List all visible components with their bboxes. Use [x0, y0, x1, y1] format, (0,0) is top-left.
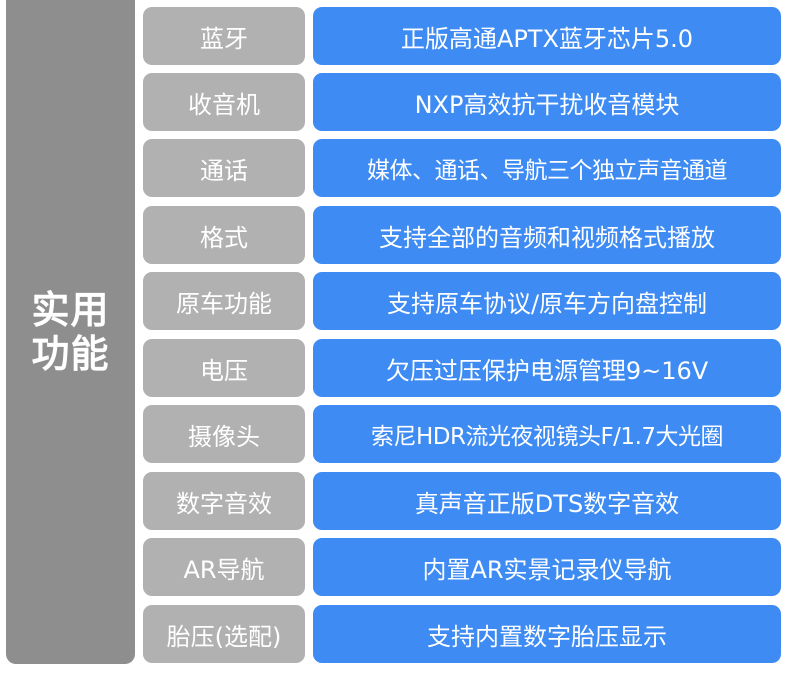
- feature-value: 欠压过压保护电源管理9~16V: [313, 339, 781, 397]
- feature-label: 电压: [143, 339, 305, 397]
- feature-label: 数字音效: [143, 472, 305, 530]
- feature-value: 媒体、通话、导航三个独立声音通道: [313, 139, 781, 197]
- feature-row: AR导航 内置AR实景记录仪导航: [0, 538, 790, 596]
- feature-value: 支持全部的音频和视频格式播放: [313, 206, 781, 264]
- feature-value: 支持原车协议/原车方向盘控制: [313, 272, 781, 330]
- feature-label: 蓝牙: [143, 7, 305, 65]
- feature-value: 索尼HDR流光夜视镜头F/1.7大光圈: [313, 405, 781, 463]
- feature-row: 蓝牙 正版高通APTX蓝牙芯片5.0: [0, 7, 790, 65]
- feature-label: 摄像头: [143, 405, 305, 463]
- feature-value: 内置AR实景记录仪导航: [313, 538, 781, 596]
- side-panel: 实用功能: [6, 0, 135, 664]
- feature-row: 收音机 NXP高效抗干扰收音模块: [0, 73, 790, 131]
- feature-row: 摄像头 索尼HDR流光夜视镜头F/1.7大光圈: [0, 405, 790, 463]
- feature-value: 真声音正版DTS数字音效: [313, 472, 781, 530]
- feature-label: AR导航: [143, 538, 305, 596]
- feature-label: 原车功能: [143, 272, 305, 330]
- feature-label: 格式: [143, 206, 305, 264]
- feature-row: 电压 欠压过压保护电源管理9~16V: [0, 339, 790, 397]
- feature-row: 格式 支持全部的音频和视频格式播放: [0, 206, 790, 264]
- feature-row: 通话 媒体、通话、导航三个独立声音通道: [0, 139, 790, 197]
- feature-label: 收音机: [143, 73, 305, 131]
- feature-label: 胎压(选配): [143, 605, 305, 663]
- feature-value: NXP高效抗干扰收音模块: [313, 73, 781, 131]
- side-title: 实用功能: [31, 288, 110, 376]
- feature-row: 胎压(选配) 支持内置数字胎压显示: [0, 605, 790, 663]
- feature-label: 通话: [143, 139, 305, 197]
- feature-value: 正版高通APTX蓝牙芯片5.0: [313, 7, 781, 65]
- feature-row: 数字音效 真声音正版DTS数字音效: [0, 472, 790, 530]
- feature-row: 原车功能 支持原车协议/原车方向盘控制: [0, 272, 790, 330]
- feature-value: 支持内置数字胎压显示: [313, 605, 781, 663]
